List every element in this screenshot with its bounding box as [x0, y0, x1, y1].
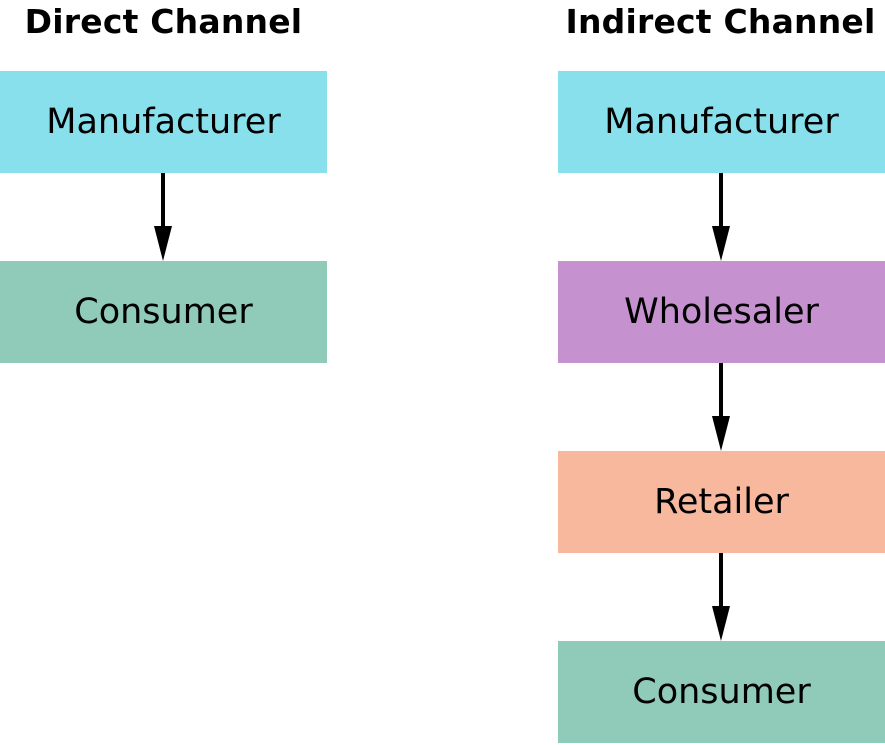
direct-consumer-label: Consumer: [74, 292, 253, 332]
direct-channel-heading: Direct Channel: [24, 2, 303, 41]
indirect-consumer-label: Consumer: [632, 672, 811, 712]
indirect-arrow-1-down-icon: [712, 173, 730, 261]
direct-manufacturer-label: Manufacturer: [46, 102, 281, 142]
indirect-manufacturer-label: Manufacturer: [604, 102, 839, 142]
indirect-channel-heading: Indirect Channel: [565, 2, 876, 41]
indirect-arrow-3-down-icon: [712, 553, 730, 641]
indirect-manufacturer-box: Manufacturer: [558, 71, 885, 173]
indirect-retailer-box: Retailer: [558, 451, 885, 553]
indirect-wholesaler-box: Wholesaler: [558, 261, 885, 363]
indirect-wholesaler-label: Wholesaler: [624, 292, 819, 332]
direct-arrow-down-icon: [154, 173, 172, 261]
indirect-retailer-label: Retailer: [654, 482, 789, 522]
indirect-consumer-box: Consumer: [558, 641, 885, 743]
indirect-arrow-2-down-icon: [712, 363, 730, 451]
direct-manufacturer-box: Manufacturer: [0, 71, 327, 173]
direct-consumer-box: Consumer: [0, 261, 327, 363]
